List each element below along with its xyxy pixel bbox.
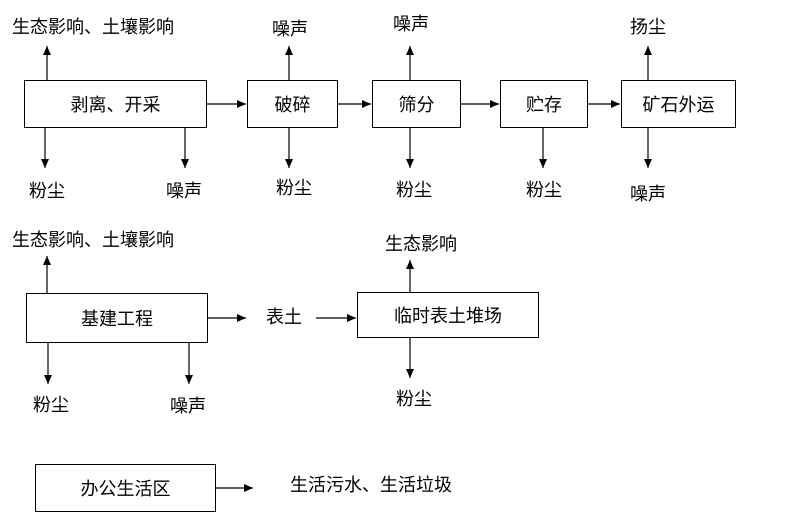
crushing-box: 破碎: [247, 80, 338, 128]
stockpile-top-label: 生态影响: [385, 234, 457, 255]
strip-bottom-left-label: 粉尘: [29, 181, 65, 202]
office-living-box: 办公生活区: [35, 464, 216, 512]
topsoil-label: 表土: [266, 307, 302, 328]
ore-transport-box: 矿石外运: [621, 80, 736, 128]
storage-box: 贮存: [500, 80, 588, 128]
infra-top-label: 生态影响、土壤影响: [12, 230, 174, 251]
strip-bottom-right-label: 噪声: [166, 181, 202, 202]
infra-bottom-left-label: 粉尘: [33, 395, 69, 416]
infra-bottom-right-label: 噪声: [170, 396, 206, 417]
strip-top-label: 生态影响、土壤影响: [12, 17, 174, 38]
temp-stockpile-box: 临时表土堆场: [357, 292, 539, 338]
office-outputs-label: 生活污水、生活垃圾: [290, 475, 452, 496]
storage-bottom-label: 粉尘: [526, 180, 562, 201]
temp-stockpile-label: 临时表土堆场: [394, 306, 502, 327]
stockpile-bottom-label: 粉尘: [396, 389, 432, 410]
crush-bottom-label: 粉尘: [276, 178, 312, 199]
transport-bottom-label: 噪声: [630, 184, 666, 205]
strip-mining-label: 剥离、开采: [70, 95, 161, 116]
strip-mining-box: 剥离、开采: [24, 80, 207, 128]
crushing-label: 破碎: [274, 95, 311, 116]
screen-top-label: 噪声: [393, 14, 429, 35]
screening-label: 筛分: [398, 95, 435, 116]
screen-bottom-label: 粉尘: [396, 180, 432, 201]
infrastructure-box: 基建工程: [26, 293, 208, 343]
infrastructure-label: 基建工程: [81, 309, 153, 330]
ore-transport-label: 矿石外运: [642, 95, 715, 116]
crush-top-label: 噪声: [272, 19, 308, 40]
office-living-label: 办公生活区: [80, 479, 171, 500]
transport-top-label: 扬尘: [630, 17, 666, 38]
storage-label: 贮存: [526, 95, 562, 116]
screening-box: 筛分: [372, 80, 461, 128]
